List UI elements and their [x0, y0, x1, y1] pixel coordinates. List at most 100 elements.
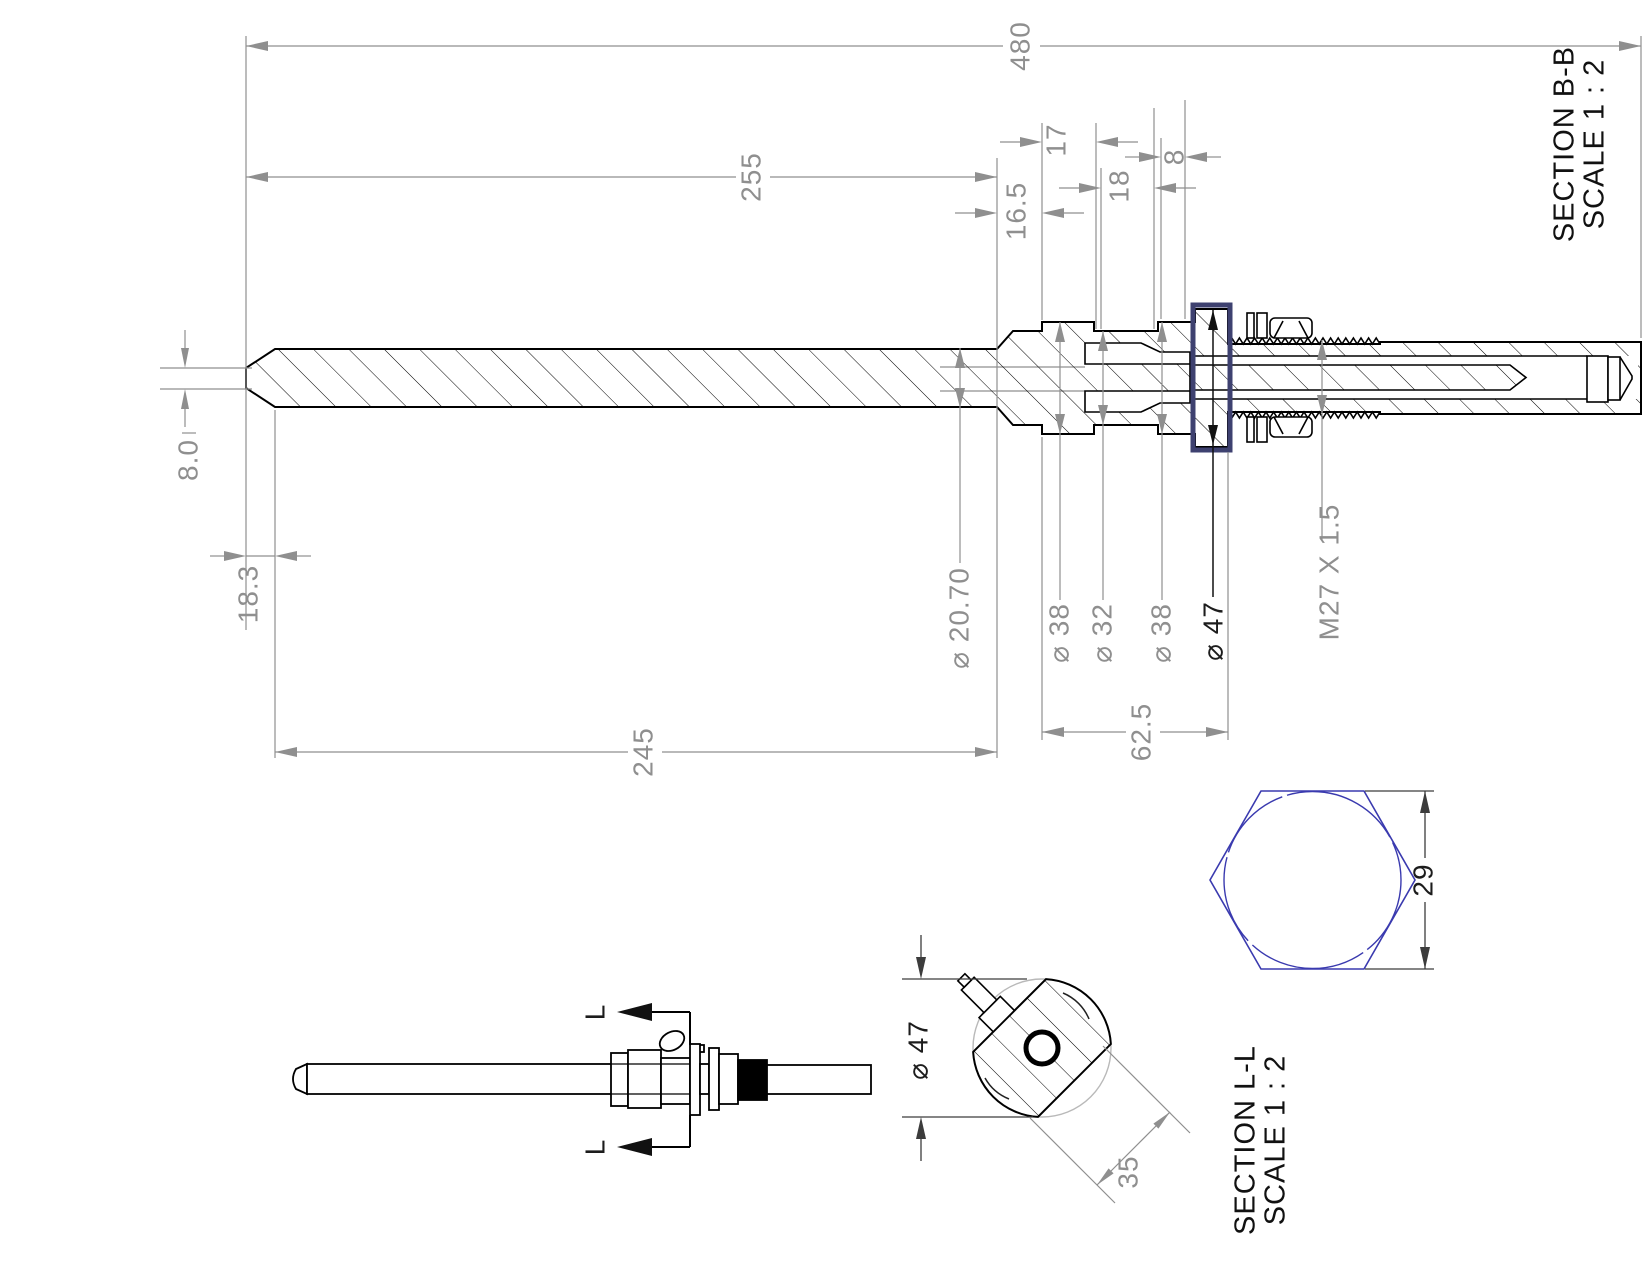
dia-shaft-arrow-bottom	[955, 388, 965, 408]
cut-label-top: L	[579, 1004, 610, 1021]
hex-outline	[1209, 790, 1416, 970]
dim-16-5-label: 16.5	[1000, 182, 1031, 241]
dim-245-label: 245	[627, 727, 658, 777]
dim-18-3-label: 18.3	[232, 565, 263, 624]
dim-29-arrow-bottom	[1420, 947, 1430, 969]
dim-62-5-arrow-right	[1206, 727, 1228, 737]
dim-8-0-arrow-top	[181, 348, 189, 368]
dim-dia-flange: ⌀ 47	[1197, 310, 1228, 661]
dim-16-5-arrow-right	[1042, 208, 1064, 218]
dim-480-arrow-left	[246, 41, 268, 51]
dim-35-arrow-b	[1153, 1112, 1170, 1129]
dia-shaft-arrow-top	[955, 348, 965, 368]
background-edge-arc-2	[984, 1077, 1010, 1100]
nut-section-rotated	[956, 972, 1112, 1118]
dim-245: 245	[275, 727, 997, 777]
jam-nut-bottom	[1269, 416, 1313, 438]
dim-16-5-arrow-left	[975, 208, 997, 218]
jam-nut-bottom-chamfer-right	[1298, 416, 1309, 435]
cut-arrow-top	[617, 1003, 652, 1021]
dia47-arrow-bottom	[916, 1117, 926, 1139]
inner-sensor-rod	[1189, 364, 1528, 391]
thread-arrow-bottom	[1317, 395, 1327, 415]
dia-neck-arrow-top	[1098, 331, 1108, 351]
dia-flange-label: ⌀ 47	[1197, 601, 1228, 661]
dim-255: 255	[246, 152, 997, 202]
dia-collar1-arrow-bottom	[1055, 414, 1065, 434]
flange-circle-background	[972, 978, 1112, 1118]
dim-62-5-label: 62.5	[1125, 703, 1156, 762]
dia-flange-arrow-top	[1208, 310, 1218, 330]
dim-35-witness-a	[1029, 1117, 1116, 1204]
part-outer-profile	[245, 308, 1642, 448]
thread-arrow-top	[1317, 340, 1327, 360]
cutting-line-ll: L L	[579, 1003, 691, 1156]
dim-dia-shaft: ⌀ 20.70	[943, 348, 974, 669]
dim-18: 18	[1059, 169, 1196, 203]
cut-label-bottom: L	[579, 1139, 610, 1156]
flange-disc-side	[689, 1043, 701, 1116]
end-plug-point	[1619, 356, 1633, 401]
dimensions-bb: 480 255 245 62.5	[160, 21, 1642, 777]
dim-62-5: 62.5	[1042, 703, 1228, 762]
section-bb-view	[245, 302, 1642, 453]
dim-480: 480	[246, 21, 1641, 71]
lock-washer-bottom-1	[1246, 416, 1255, 443]
dia-collar2-label: ⌀ 38	[1145, 603, 1176, 663]
gland-block-3	[660, 1057, 691, 1105]
section-bb-title: SECTION B-B	[1549, 46, 1581, 242]
hex-inscribed-circle	[1223, 790, 1402, 970]
dim-29-arrow-top	[1420, 791, 1430, 813]
dim-8-arrow-right	[1185, 152, 1207, 162]
safety-clip	[658, 1030, 686, 1052]
dim-35-witness-b	[1102, 1045, 1191, 1134]
dim-17-label: 17	[1040, 123, 1071, 156]
dim-8-0: 8.0	[160, 330, 252, 481]
gland-block-1	[610, 1052, 629, 1107]
dim-thread: M27 X 1.5	[1313, 340, 1344, 640]
section-bb-scale: SCALE 1 : 2	[1579, 59, 1611, 230]
dim-35-arrow-a	[1097, 1168, 1114, 1185]
end-shaft-side	[766, 1064, 872, 1095]
dim-dia-neck: ⌀ 32	[1086, 331, 1117, 663]
end-plug-collar	[1607, 356, 1621, 401]
section-ll-title: SECTION L-L	[1230, 1045, 1262, 1235]
nut-side	[718, 1053, 739, 1105]
dim-255-arrow-left	[246, 172, 268, 182]
jam-nut-top-chamfer-right	[1298, 320, 1309, 339]
dim-17: 17	[1000, 123, 1138, 157]
dim-8-arrow-left	[1139, 152, 1161, 162]
dim-8-0-arrow-bottom	[181, 389, 189, 409]
probe-shaft	[306, 1063, 613, 1095]
dia-flange-arrow-bottom	[1208, 425, 1218, 445]
section-ll-scale: SCALE 1 : 2	[1260, 1055, 1292, 1226]
dim-29: 29	[1365, 790, 1438, 970]
probe-tip	[292, 1062, 308, 1096]
dia-shaft-label: ⌀ 20.70	[943, 567, 974, 669]
dim-16-5: 16.5	[955, 182, 1084, 241]
dim-8-0-label: 8.0	[172, 439, 203, 481]
side-view	[292, 1030, 872, 1116]
thread-side	[737, 1059, 768, 1101]
washer-side	[708, 1047, 720, 1111]
cut-arrow-bottom	[617, 1138, 652, 1156]
dia-collar2-arrow-bottom	[1157, 414, 1167, 434]
dim-18-3-arrow-right	[275, 551, 297, 561]
dim-62-5-arrow-left	[1042, 727, 1064, 737]
dim-29-label: 29	[1407, 863, 1438, 896]
dim-245-arrow-right	[975, 747, 997, 757]
dim-8-label: 8	[1158, 149, 1189, 166]
neck-side	[699, 1063, 710, 1095]
jam-nut-top	[1269, 317, 1313, 339]
dim-dia47-ll: ⌀ 47	[902, 935, 1033, 1161]
dia-collar2-arrow-top	[1157, 322, 1167, 342]
dim-18-arrow-left	[1079, 183, 1101, 193]
dim-480-label: 480	[1004, 21, 1035, 71]
thread-crest-top	[1227, 336, 1381, 346]
center-bore	[1023, 1029, 1061, 1067]
flange-highlight-box	[1190, 302, 1233, 453]
gland-pocket-top	[1084, 342, 1191, 365]
thread-label: M27 X 1.5	[1313, 504, 1344, 641]
